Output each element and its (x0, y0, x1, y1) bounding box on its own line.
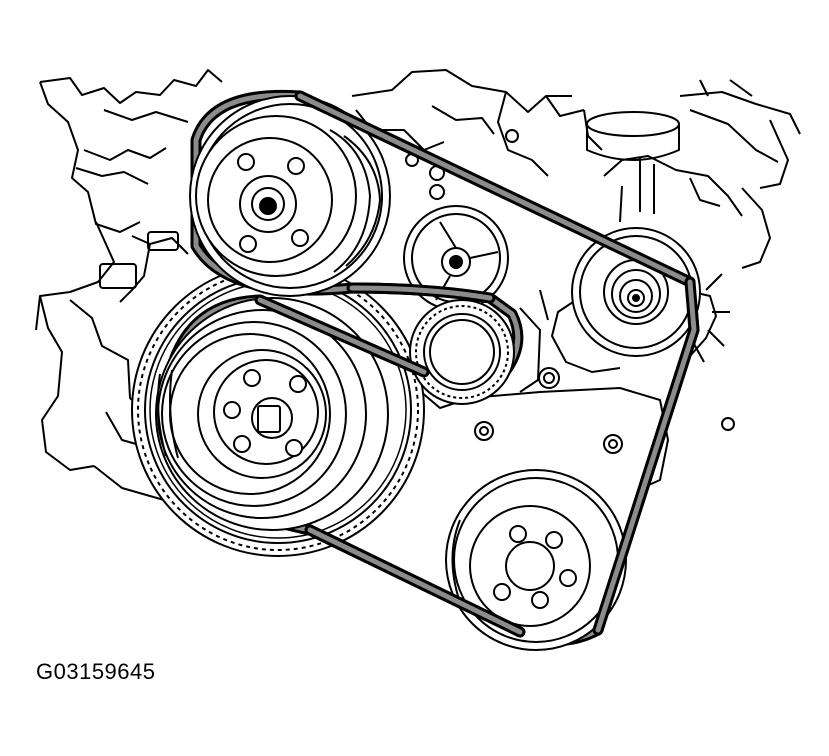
belt-tensioner-pulley (409, 299, 515, 405)
crankshaft-pulley (155, 297, 389, 531)
water-pump-pulley (445, 469, 627, 651)
idler-pulley-small (403, 205, 509, 311)
power-steering-pulley (189, 95, 391, 297)
figure-id-label: G03159645 (36, 659, 156, 684)
alternator-pulley (571, 227, 701, 357)
engine-block-outline (35, 69, 801, 541)
drive-belt-front-segments (254, 90, 700, 638)
